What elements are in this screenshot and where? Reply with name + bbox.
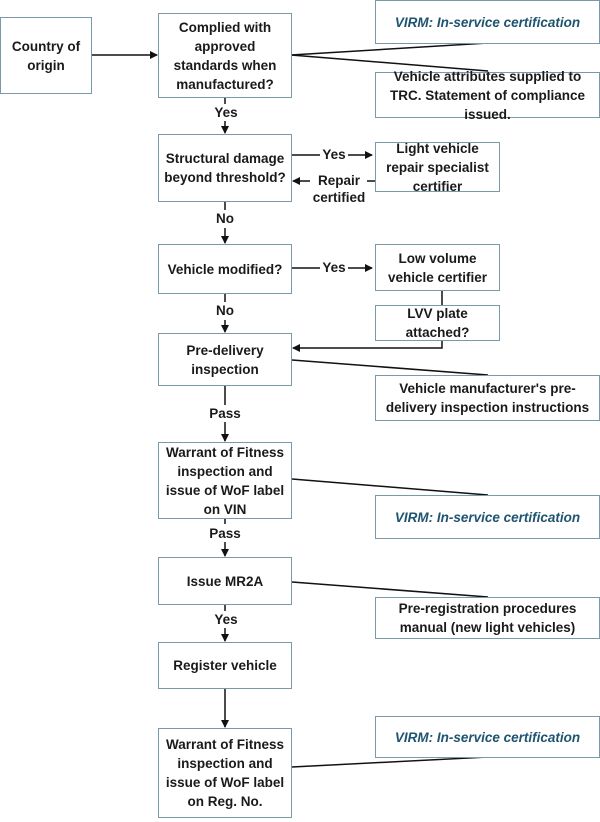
node-label: Structural damage beyond threshold?: [164, 151, 286, 185]
node-label: Light vehicle repair specialist certifie…: [386, 140, 489, 194]
node-country-of-origin: Country of origin: [0, 17, 92, 94]
node-label: Vehicle modified?: [167, 261, 283, 277]
node-label: Country of origin: [11, 38, 81, 73]
node-label: LVV plate attached?: [405, 306, 470, 340]
line-mr2a-to-manual: [291, 581, 489, 598]
arrow-plate-to-predelivery: [292, 340, 443, 352]
node-label: Complied with approved standards when ma…: [173, 19, 277, 92]
reference-virm-1: VIRM: In-service certification: [375, 0, 600, 44]
node-repair-certifier: Light vehicle repair specialist certifie…: [375, 141, 500, 194]
edge-label-modified-yes: Yes: [320, 259, 348, 276]
line-wofreg-to-virm: [291, 756, 489, 768]
edge-label-predelivery-pass: Pass: [208, 405, 242, 422]
edge-label-wof-pass: Pass: [208, 525, 242, 542]
edge-label-mr2a-yes: Yes: [212, 611, 240, 628]
node-label: Register vehicle: [173, 658, 277, 673]
reference-label: VIRM: In-service certification: [394, 729, 581, 745]
node-label: Issue MR2A: [186, 573, 264, 589]
node-label: Warrant of Fitness inspection and issue …: [165, 737, 285, 809]
node-complied-with-standards: Complied with approved standards when ma…: [158, 13, 292, 98]
line-predelivery-to-manufacturer: [291, 359, 489, 376]
line-complied-to-virm: [290, 42, 489, 56]
line-complied-to-attributes: [290, 54, 489, 72]
node-vehicle-attributes: Vehicle attributes supplied to TRC. Stat…: [375, 69, 600, 122]
node-pre-registration-manual: Pre-registration procedures manual (new …: [375, 597, 600, 639]
node-label: Vehicle attributes supplied to TRC. Stat…: [389, 68, 586, 122]
node-structural-damage: Structural damage beyond threshold?: [158, 134, 292, 202]
node-manufacturer-instructions: Vehicle manufacturer's pre-delivery insp…: [375, 375, 600, 421]
node-label: Warrant of Fitness inspection and issue …: [165, 444, 285, 517]
edge-label-damage-yes: Yes: [320, 146, 348, 163]
node-wof-reg: Warrant of Fitness inspection and issue …: [158, 728, 292, 818]
node-lvv-plate: LVV plate attached?: [375, 305, 500, 341]
node-pre-delivery: Pre-delivery inspection: [158, 333, 292, 386]
node-lvv-certifier: Low volume vehicle certifier: [375, 244, 500, 291]
line-wof-to-virm: [291, 478, 489, 496]
node-wof-vin: Warrant of Fitness inspection and issue …: [158, 442, 292, 519]
node-vehicle-modified: Vehicle modified?: [158, 244, 292, 294]
node-label: Low volume vehicle certifier: [387, 250, 488, 285]
edge-label-modified-no: No: [212, 302, 238, 319]
reference-virm-3: VIRM: In-service certification: [375, 716, 600, 758]
reference-virm-2: VIRM: In-service certification: [375, 495, 600, 539]
node-register-vehicle: Register vehicle: [158, 642, 292, 689]
node-issue-mr2a: Issue MR2A: [158, 557, 292, 605]
node-label: Vehicle manufacturer's pre-delivery insp…: [385, 381, 590, 415]
edge-label-complied-yes: Yes: [212, 104, 240, 121]
edge-label-damage-no: No: [212, 210, 238, 227]
reference-label: VIRM: In-service certification: [394, 14, 581, 30]
node-label: Pre-delivery inspection: [186, 342, 264, 377]
node-label: Pre-registration procedures manual (new …: [398, 601, 577, 635]
edge-label-repair-certified: Repair certified: [311, 172, 367, 206]
reference-label: VIRM: In-service certification: [394, 509, 581, 525]
